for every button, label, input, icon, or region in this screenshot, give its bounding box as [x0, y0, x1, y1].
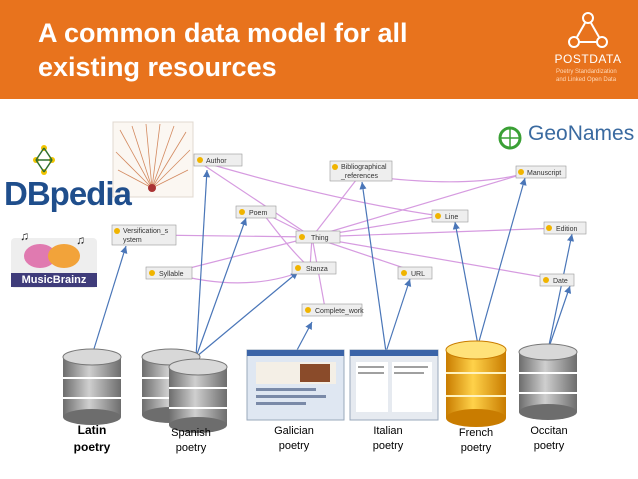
- database-spanish-front: [168, 358, 228, 433]
- node-manuscript-label: Manuscript: [527, 170, 561, 177]
- node-edition-label: Edition: [556, 226, 578, 233]
- node-versification-label-2: ystem: [123, 237, 142, 244]
- label-occitan-poetry: Occitan poetry: [519, 424, 579, 454]
- node-syllable-label: Syllable: [159, 271, 184, 278]
- node-poem: Poem: [235, 205, 277, 219]
- node-line-label: Line: [445, 214, 458, 221]
- postdata-network-icon: [568, 12, 608, 48]
- node-author: Author: [193, 153, 243, 167]
- svg-text:♫: ♫: [20, 229, 29, 243]
- label-galician-line1: Galician: [274, 425, 314, 437]
- database-french: [445, 340, 507, 427]
- slide-header: A common data model for all existing res…: [0, 0, 638, 99]
- node-bibliographical-label-1: Bibliographical: [341, 164, 387, 171]
- label-french-line2: poetry: [460, 442, 492, 454]
- label-latin-line1: Latin: [77, 423, 107, 437]
- database-italian-screenshot: [349, 349, 439, 421]
- linked-data-cloud-image: [112, 121, 194, 198]
- geonames-logo-text: GeoNames: [528, 122, 635, 145]
- node-versification-system: Versification_s ystem: [111, 224, 177, 246]
- dbpedia-logo: [33, 145, 55, 175]
- node-date-label: Date: [553, 278, 568, 285]
- geonames-logo-icon: [498, 126, 522, 150]
- node-edition: Edition: [543, 221, 587, 235]
- logo-name: POSTDATA: [554, 52, 622, 66]
- label-italian-poetry: Italian poetry: [358, 424, 418, 454]
- ontology-diagram: ♫ ♫: [11, 121, 587, 433]
- label-spanish-poetry: Spanish poetry: [161, 426, 221, 456]
- node-thing-label: Thing: [311, 235, 329, 242]
- database-occitan: [518, 343, 578, 420]
- musicbrainz-logo-text: MusicBrainz: [11, 273, 97, 287]
- title-line-1: A common data model for all: [38, 18, 408, 48]
- label-galician-poetry: Galician poetry: [262, 424, 326, 454]
- label-galician-line2: poetry: [278, 440, 310, 452]
- node-url-label: URL: [411, 271, 425, 278]
- mapping-arrows: [92, 169, 575, 358]
- postdata-logo: POSTDATA Poetry Standardization and Link…: [548, 8, 628, 92]
- node-author-label: Author: [206, 158, 227, 165]
- svg-text:♫: ♫: [76, 233, 85, 247]
- slide-title: A common data model for all existing res…: [38, 16, 508, 84]
- node-line: Line: [431, 209, 469, 223]
- label-occitan-line1: Occitan: [530, 425, 568, 437]
- node-manuscript: Manuscript: [515, 165, 567, 179]
- label-occitan-line2: poetry: [533, 440, 565, 452]
- label-spanish-line2: poetry: [175, 442, 207, 454]
- node-bibliographical-label-2: _references: [340, 173, 378, 180]
- label-italian-line2: poetry: [372, 440, 404, 452]
- label-italian-line1: Italian: [373, 425, 403, 437]
- label-latin-line2: poetry: [73, 440, 111, 454]
- logo-tagline: Poetry Standardization and Linked Open D…: [556, 69, 617, 83]
- node-versification-label-1: Versification_s: [123, 228, 169, 235]
- node-stanza-label: Stanza: [306, 266, 328, 273]
- node-complete-work: Complete_work: [301, 303, 364, 317]
- label-latin-poetry: Latin poetry: [62, 422, 122, 456]
- node-stanza: Stanza: [291, 261, 337, 275]
- node-thing: Thing: [295, 230, 341, 244]
- node-bibliographical-references: Bibliographical _references: [329, 160, 393, 182]
- database-galician-screenshot: [246, 349, 345, 421]
- node-syllable: Syllable: [145, 266, 193, 280]
- node-date: Date: [539, 273, 575, 287]
- label-spanish-line1: Spanish: [171, 427, 211, 439]
- database-latin: [62, 348, 122, 425]
- node-poem-label: Poem: [249, 210, 267, 217]
- node-url: URL: [397, 266, 433, 280]
- title-line-2: existing resources: [38, 52, 277, 82]
- label-french-line1: French: [458, 427, 494, 439]
- dbpedia-logo-text: DBpedia: [4, 175, 132, 212]
- ontology-edges: [149, 159, 561, 309]
- node-complete-work-label: Complete_work: [315, 308, 364, 315]
- label-french-poetry: French poetry: [446, 426, 506, 456]
